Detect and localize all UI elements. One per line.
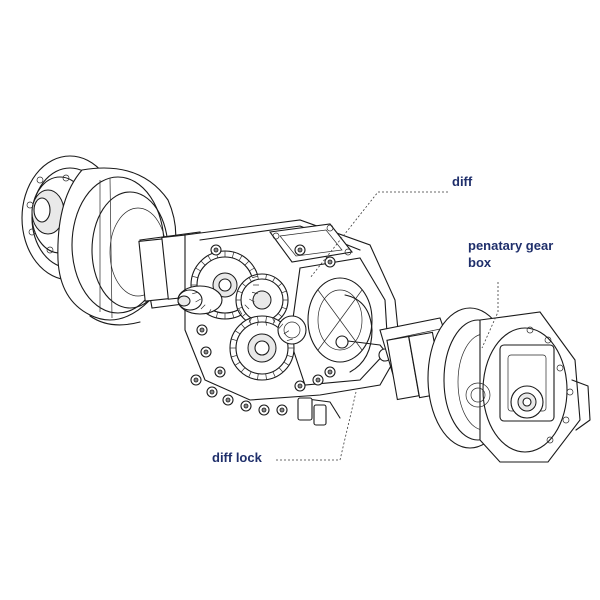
gear-tooth — [257, 316, 259, 323]
gear-train — [177, 250, 307, 381]
gear-tooth — [272, 318, 276, 325]
bolt — [214, 366, 226, 378]
gear-tooth — [277, 283, 283, 287]
gear-tooth — [272, 318, 276, 323]
gear-tooth — [278, 367, 284, 373]
gear-tooth — [192, 291, 199, 295]
gear-tooth — [277, 313, 283, 317]
leader-planetary — [481, 282, 499, 349]
gear-tooth — [248, 277, 252, 282]
gear-tooth — [286, 354, 293, 358]
gear-tooth — [248, 371, 252, 378]
gear-tooth — [249, 298, 255, 303]
gear-tooth — [237, 290, 243, 294]
gear-tooth — [278, 323, 284, 329]
gear-tooth — [234, 330, 241, 335]
bolt — [294, 244, 306, 256]
gear-tooth — [248, 318, 252, 325]
gear-tooth — [265, 274, 267, 280]
leader-lines — [276, 191, 499, 461]
gear-tooth — [195, 267, 201, 272]
bolt — [196, 324, 208, 336]
gear-tooth — [244, 304, 250, 310]
gear-tooth — [249, 267, 255, 272]
gear-tooth — [283, 361, 290, 366]
gear-tooth — [248, 318, 252, 323]
gear-tooth — [241, 283, 247, 287]
gear-tooth — [192, 275, 199, 279]
gear-tooth — [283, 330, 290, 335]
gear-tooth — [251, 275, 258, 279]
gear-tooth — [195, 298, 201, 303]
gear-tooth — [281, 306, 287, 310]
bolt — [206, 386, 218, 398]
callout-diff-lock: diff lock — [212, 450, 263, 465]
bolt — [258, 404, 270, 416]
gear-tooth — [231, 311, 235, 318]
bolt — [294, 380, 306, 392]
gear-tooth — [237, 306, 243, 310]
bolt — [324, 256, 336, 268]
bolt — [276, 404, 288, 416]
bolt — [210, 244, 222, 256]
gear-tooth — [286, 338, 293, 342]
gear-tooth — [215, 311, 219, 318]
gear-tooth — [231, 252, 235, 259]
gear-tooth — [207, 255, 212, 261]
bolt — [324, 366, 336, 378]
gear-tooth — [231, 354, 238, 358]
callout-diff: diff — [452, 174, 473, 189]
right-planetary-hub — [427, 307, 591, 463]
gear-tooth — [265, 316, 267, 323]
gear-tooth — [200, 304, 206, 310]
gear-tooth — [238, 255, 243, 261]
gear-tooth — [244, 260, 250, 266]
bolt — [190, 374, 202, 386]
gear-tooth — [238, 309, 243, 315]
gear-tooth — [272, 371, 276, 378]
gear-tooth — [240, 367, 246, 373]
bolt — [200, 346, 212, 358]
callout-planetary: penatary gear box — [468, 238, 557, 270]
leader-diff-lock — [276, 391, 357, 461]
gear-tooth — [241, 313, 247, 317]
gear-tooth — [257, 274, 259, 280]
bolt — [312, 374, 324, 386]
housing-bolts — [190, 244, 336, 416]
gear-tooth — [207, 309, 212, 315]
gear-tooth — [200, 260, 206, 266]
gear-tooth — [257, 373, 259, 380]
gear-tooth — [281, 290, 287, 294]
gear-tooth — [231, 338, 238, 342]
gear-tooth — [265, 373, 267, 380]
gear-tooth — [234, 361, 241, 366]
bolt — [222, 394, 234, 406]
callouts: diff penatary gear box diff lock — [212, 174, 557, 465]
gear-tooth — [251, 291, 258, 295]
leader-diff — [309, 191, 448, 279]
bolt — [240, 400, 252, 412]
gear-tooth — [240, 323, 246, 329]
gear-tooth — [272, 277, 276, 282]
